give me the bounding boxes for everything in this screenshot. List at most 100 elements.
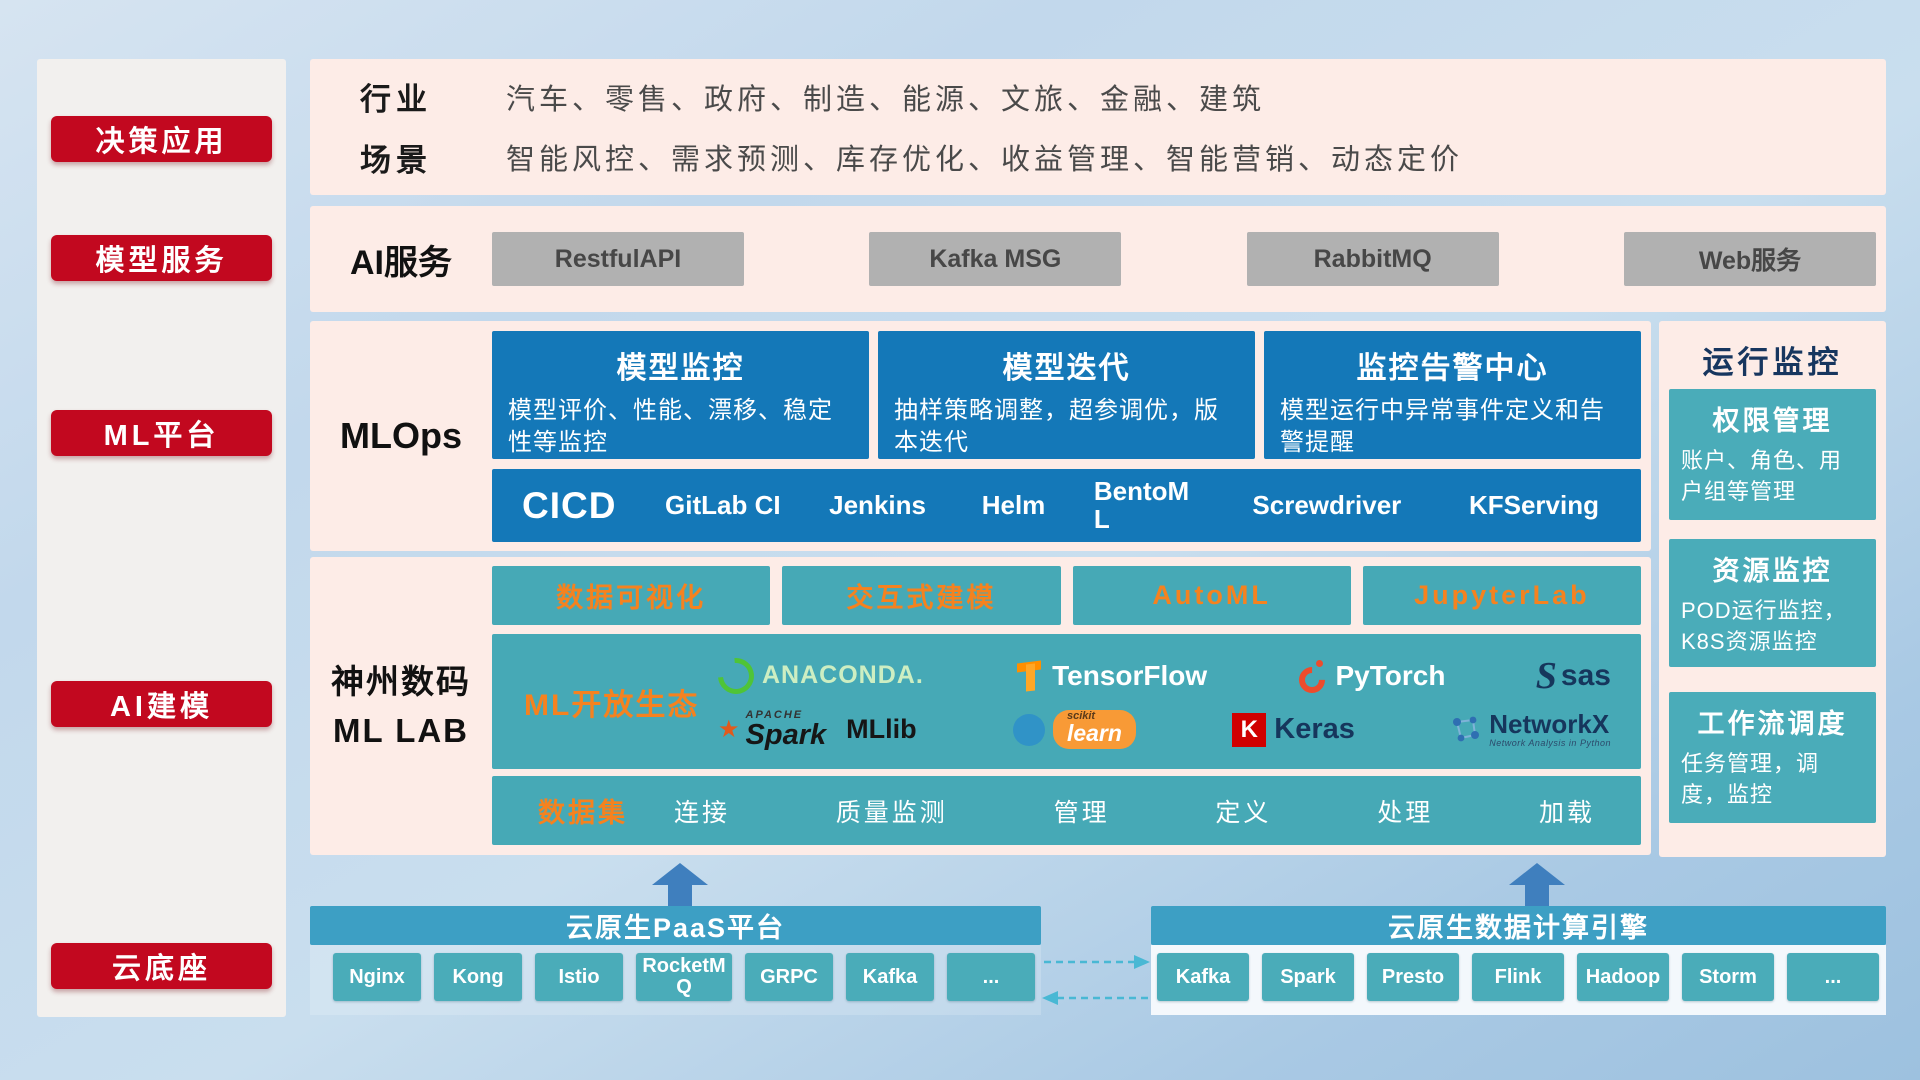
up-arrow-right — [1509, 863, 1565, 906]
hadoop-chip[interactable]: Hadoop — [1577, 953, 1669, 1001]
card-desc: 模型运行中异常事件定义和告警提醒 — [1280, 397, 1605, 457]
card-desc: 模型评价、性能、漂移、稳定性等监控 — [508, 397, 833, 457]
data-flow-arrows — [1042, 955, 1150, 1005]
tool-helm: Helm — [981, 489, 1046, 520]
mlops-band: MLOps 模型监控 模型评价、性能、漂移、稳定性等监控 模型迭代 抽样策略调整… — [310, 321, 1651, 551]
resource-monitor-card: 资源监控 POD运行监控，K8S资源监控 — [1669, 539, 1876, 667]
pytorch-icon — [1294, 659, 1331, 698]
cicd-title: CICD — [522, 484, 617, 526]
card-title: 资源监控 — [1712, 556, 1833, 586]
restful-api-button[interactable]: RestfulAPI — [492, 232, 744, 286]
anaconda-icon — [710, 650, 762, 701]
industry-label: 行业 — [360, 82, 432, 118]
rabbitmq-button[interactable]: RabbitMQ — [1246, 232, 1499, 286]
spark-wordmark: APACHE Spark — [745, 709, 827, 751]
dataset-item-process: 处理 — [1377, 798, 1434, 827]
scikit-circle-icon — [1012, 713, 1045, 746]
card-desc: POD运行监控，K8S资源监控 — [1681, 598, 1847, 654]
grpc-chip[interactable]: GRPC — [745, 953, 833, 1001]
mllab-label-line2: ML LAB — [332, 712, 470, 749]
kong-chip[interactable]: Kong — [434, 953, 522, 1001]
web-service-button[interactable]: Web服务 — [1623, 232, 1876, 286]
mllab-feature-row: 数据可视化 交互式建模 AutoML JupyterLab — [492, 566, 1641, 625]
presto-chip[interactable]: Presto — [1367, 953, 1459, 1001]
workflow-scheduler-card: 工作流调度 任务管理，调度，监控 — [1669, 692, 1876, 823]
ml-ecosystem-box: ML开放生态 ANACONDA. TensorFlow PyTorch — [492, 634, 1641, 769]
dataset-item-connect: 连接 — [674, 798, 731, 827]
data-visualization-box[interactable]: 数据可视化 — [492, 566, 771, 625]
sas-wordmark: sas — [1560, 658, 1611, 692]
cicd-bar: CICD GitLab CI Jenkins Helm BentoML Scre… — [492, 469, 1641, 542]
runtime-monitor-title: 运行监控 — [1702, 345, 1843, 380]
scenario-label: 场景 — [360, 142, 432, 178]
layer-sidebar: 决策应用 模型服务 ML平台 AI建模 云底座 — [37, 59, 286, 1017]
more-chip[interactable]: ... — [947, 953, 1035, 1001]
up-arrow-left — [652, 863, 708, 906]
tool-bentoml: BentoML — [1093, 476, 1190, 534]
card-title: 权限管理 — [1712, 406, 1833, 436]
dataset-item-manage: 管理 — [1053, 798, 1110, 827]
interactive-modeling-box[interactable]: 交互式建模 — [782, 566, 1061, 625]
tool-screwdriver: Screwdriver — [1252, 489, 1402, 520]
spark-mllib-logo: ★ APACHE Spark MLlib — [718, 709, 917, 751]
sidebar-item-cloud-base[interactable]: 云底座 — [51, 943, 272, 989]
ml-ecosystem-title: ML开放生态 — [524, 688, 700, 722]
card-desc: 任务管理，调度，监控 — [1681, 751, 1820, 807]
dataset-item-define: 定义 — [1215, 798, 1272, 827]
runtime-monitor-column: 运行监控 权限管理 账户、角色、用户组等管理 资源监控 POD运行监控，K8S资… — [1659, 321, 1886, 857]
keras-wordmark: Keras — [1274, 713, 1355, 745]
card-desc: 账户、角色、用户组等管理 — [1681, 448, 1843, 504]
tensorflow-wordmark: TensorFlow — [1052, 659, 1208, 691]
istio-chip[interactable]: Istio — [535, 953, 623, 1001]
industry-row: 行业 汽车、零售、政府、制造、能源、文旅、金融、建筑 — [360, 74, 1886, 119]
mllab-band: 神州数码 ML LAB 数据可视化 交互式建模 AutoML JupyterLa… — [310, 557, 1651, 855]
ecosystem-logo-row-1: ANACONDA. TensorFlow PyTorch S sas — [710, 650, 1619, 701]
sidebar-item-ml-platform[interactable]: ML平台 — [51, 410, 272, 456]
mllib-wordmark: MLlib — [846, 714, 917, 744]
spark-word: Spark — [745, 718, 827, 751]
spark-chip[interactable]: Spark — [1262, 953, 1354, 1001]
kafka-chip[interactable]: Kafka — [846, 953, 934, 1001]
dataset-row: 数据集 连接 质量监测 管理 定义 处理 加载 — [492, 776, 1641, 845]
scikit-small-word: scikit — [1066, 710, 1096, 722]
keras-logo: K Keras — [1232, 712, 1355, 747]
pytorch-wordmark: PyTorch — [1335, 659, 1446, 691]
sidebar-item-model-service[interactable]: 模型服务 — [51, 235, 272, 281]
jupyterlab-box[interactable]: JupyterLab — [1362, 566, 1641, 625]
nginx-chip[interactable]: Nginx — [333, 953, 421, 1001]
automl-box[interactable]: AutoML — [1072, 566, 1351, 625]
mlops-cards: 模型监控 模型评价、性能、漂移、稳定性等监控 模型迭代 抽样策略调整，超参调优，… — [492, 331, 1641, 459]
tool-gitlab-ci: GitLab CI — [665, 489, 781, 520]
sidebar-item-decision-apps[interactable]: 决策应用 — [51, 116, 272, 162]
industry-list: 汽车、零售、政府、制造、能源、文旅、金融、建筑 — [506, 83, 1266, 116]
storm-chip[interactable]: Storm — [1682, 953, 1774, 1001]
permission-mgmt-card: 权限管理 账户、角色、用户组等管理 — [1669, 389, 1876, 520]
networkx-wordmark: NetworkX Network Analysis in Python — [1489, 710, 1611, 748]
anaconda-wordmark: ANACONDA. — [762, 661, 924, 689]
scenario-row: 场景 智能风控、需求预测、库存优化、收益管理、智能营销、动态定价 — [360, 135, 1886, 180]
networkx-subtitle: Network Analysis in Python — [1489, 737, 1611, 748]
mllab-label: 神州数码 ML LAB — [310, 557, 492, 855]
tool-kfserving: KFServing — [1468, 489, 1599, 520]
paas-platform-bar: 云原生PaaS平台 — [310, 906, 1041, 945]
networkx-icon — [1453, 717, 1480, 742]
engine-components: Kafka Spark Presto Flink Hadoop Storm ..… — [1157, 953, 1879, 1001]
scikit-badge: scikit learn — [1052, 710, 1136, 749]
sas-icon: S — [1535, 654, 1557, 697]
spark-star-icon: ★ — [718, 716, 740, 743]
tensorflow-icon — [1014, 660, 1044, 692]
more-chip[interactable]: ... — [1787, 953, 1879, 1001]
scenario-list: 智能风控、需求预测、库存优化、收益管理、智能营销、动态定价 — [506, 144, 1464, 177]
card-title: 模型迭代 — [1002, 352, 1131, 385]
dataset-title: 数据集 — [538, 798, 628, 828]
mlops-label: MLOps — [340, 415, 462, 456]
model-iteration-card: 模型迭代 抽样策略调整，超参调优，版本迭代 — [878, 331, 1255, 459]
ai-service-band: AI服务 RestfulAPI Kafka MSG RabbitMQ Web服务 — [310, 206, 1886, 312]
kafka-chip[interactable]: Kafka — [1157, 953, 1249, 1001]
sidebar-item-ai-modeling[interactable]: AI建模 — [51, 681, 272, 727]
tensorflow-logo: TensorFlow — [1014, 660, 1207, 692]
kafka-msg-button[interactable]: Kafka MSG — [869, 232, 1122, 286]
flink-chip[interactable]: Flink — [1472, 953, 1564, 1001]
rocketmq-chip[interactable]: RocketMQ — [636, 953, 732, 1001]
